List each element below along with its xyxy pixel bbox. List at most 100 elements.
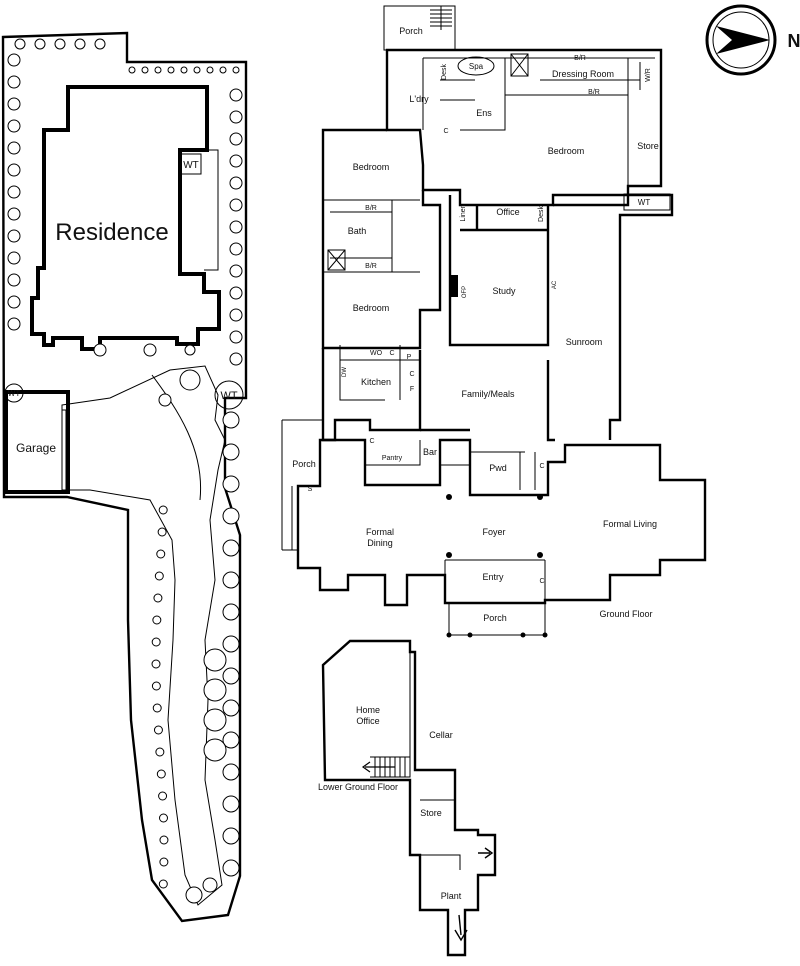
study-walls [448, 195, 550, 347]
br-bath-1-label: B/R [365, 205, 377, 212]
pwd-label: Pwd [489, 463, 507, 473]
spa-label: Spa [469, 62, 484, 71]
bath-cross [327, 249, 346, 271]
c-entry-label: C [539, 578, 544, 585]
fireplace [450, 275, 458, 297]
west-wing-walls [321, 128, 442, 350]
tree-41 [157, 527, 167, 537]
family-meals-label: Family/Meals [461, 389, 515, 399]
ac-label: AC [552, 280, 558, 289]
wir-label: W/R [645, 68, 652, 82]
garage-label: Garage [16, 441, 56, 455]
bedroom-2-label: Bedroom [353, 303, 390, 313]
tree-45 [152, 615, 162, 625]
c-pantry-label: C [369, 438, 374, 445]
site-plan: Residence Garage WT WT WT [1, 31, 248, 923]
tree-54 [159, 813, 169, 823]
br-bath-2-label: B/R [365, 263, 377, 270]
tree-66 [222, 667, 240, 685]
compass-n-label: N [788, 31, 800, 51]
tree-42 [156, 549, 166, 559]
lower-ground-floor-title: Lower Ground Floor [318, 782, 398, 792]
c-kitchen-2-label: C [409, 371, 414, 378]
tree-27 [229, 88, 243, 102]
shower-cross [510, 53, 529, 77]
tree-61 [222, 507, 240, 525]
tree-26 [232, 66, 240, 74]
c-pwd-label: C [539, 463, 544, 470]
wt-driveway-label: WT [220, 390, 237, 402]
tree-19 [141, 66, 149, 74]
wt-front-label: WT [8, 389, 21, 398]
desk-office-label: Desk [538, 206, 545, 222]
tree-9 [7, 251, 21, 265]
kitchen-walls [321, 348, 422, 442]
tree-80 [158, 393, 172, 407]
tree-1 [7, 75, 21, 89]
study-label: Study [492, 286, 516, 296]
tree-34 [229, 242, 243, 256]
home-office-label-2: Office [356, 716, 379, 726]
tree-47 [151, 659, 161, 669]
tree-76 [203, 738, 227, 762]
porch-top-label: Porch [399, 26, 423, 36]
porch-top-steps [430, 5, 452, 30]
tree-53 [158, 791, 168, 801]
tree-59 [222, 443, 240, 461]
tree-40 [158, 505, 168, 515]
tree-74 [203, 678, 227, 702]
foyer-columns [446, 494, 543, 558]
tree-6 [7, 185, 21, 199]
tree-56 [159, 857, 169, 867]
tree-63 [222, 571, 240, 589]
tree-23 [193, 66, 201, 74]
tree-82 [143, 343, 157, 357]
tree-73 [203, 648, 227, 672]
ens-walls [422, 57, 506, 131]
main-house-plan: Porch Spa B/R Dressing Room W/R B/R Desk… [281, 5, 707, 957]
tree-44 [153, 593, 163, 603]
cellar-label: Cellar [429, 730, 453, 740]
tree-8 [7, 229, 21, 243]
tree-43 [154, 571, 164, 581]
tree-52 [156, 769, 166, 779]
tree-65 [222, 635, 240, 653]
tree-62 [222, 539, 240, 557]
compass: N [705, 4, 800, 76]
porch-side-label: Porch [292, 459, 316, 469]
linen-label: Linen [460, 204, 467, 221]
c-ens-label: C [443, 128, 448, 135]
tree-81 [93, 343, 107, 357]
formal-dining-label-1: Formal [366, 527, 394, 537]
tree-20 [154, 66, 162, 74]
site-boundary [1, 31, 248, 923]
porch-posts [446, 632, 548, 638]
ofp-label: OFP [462, 286, 468, 298]
tree-33 [229, 220, 243, 234]
tree-50 [153, 725, 163, 735]
lower-floor-walls [321, 639, 497, 957]
tree-72 [222, 859, 240, 877]
store-lower-label: Store [420, 808, 442, 818]
tree-29 [229, 132, 243, 146]
water-tank-driveway [214, 380, 244, 410]
tree-25 [219, 66, 227, 74]
kitchen-bench [339, 345, 420, 401]
tree-4 [7, 141, 21, 155]
tree-3 [7, 119, 21, 133]
tree-36 [229, 286, 243, 300]
sunroom-label: Sunroom [566, 337, 603, 347]
tree-71 [222, 827, 240, 845]
tree-48 [151, 681, 161, 691]
lower-exit-arrow-icon [478, 847, 494, 859]
wt-sunroom-box [623, 193, 671, 211]
wo-label: WO [370, 350, 383, 357]
wt-sunroom-label: WT [638, 198, 651, 207]
tree-21 [167, 66, 175, 74]
tree-51 [155, 747, 165, 757]
desk-ens-label: Desk [441, 64, 448, 80]
dw-label: DW [342, 367, 348, 377]
tree-5 [7, 163, 21, 177]
path-curve [151, 374, 202, 501]
